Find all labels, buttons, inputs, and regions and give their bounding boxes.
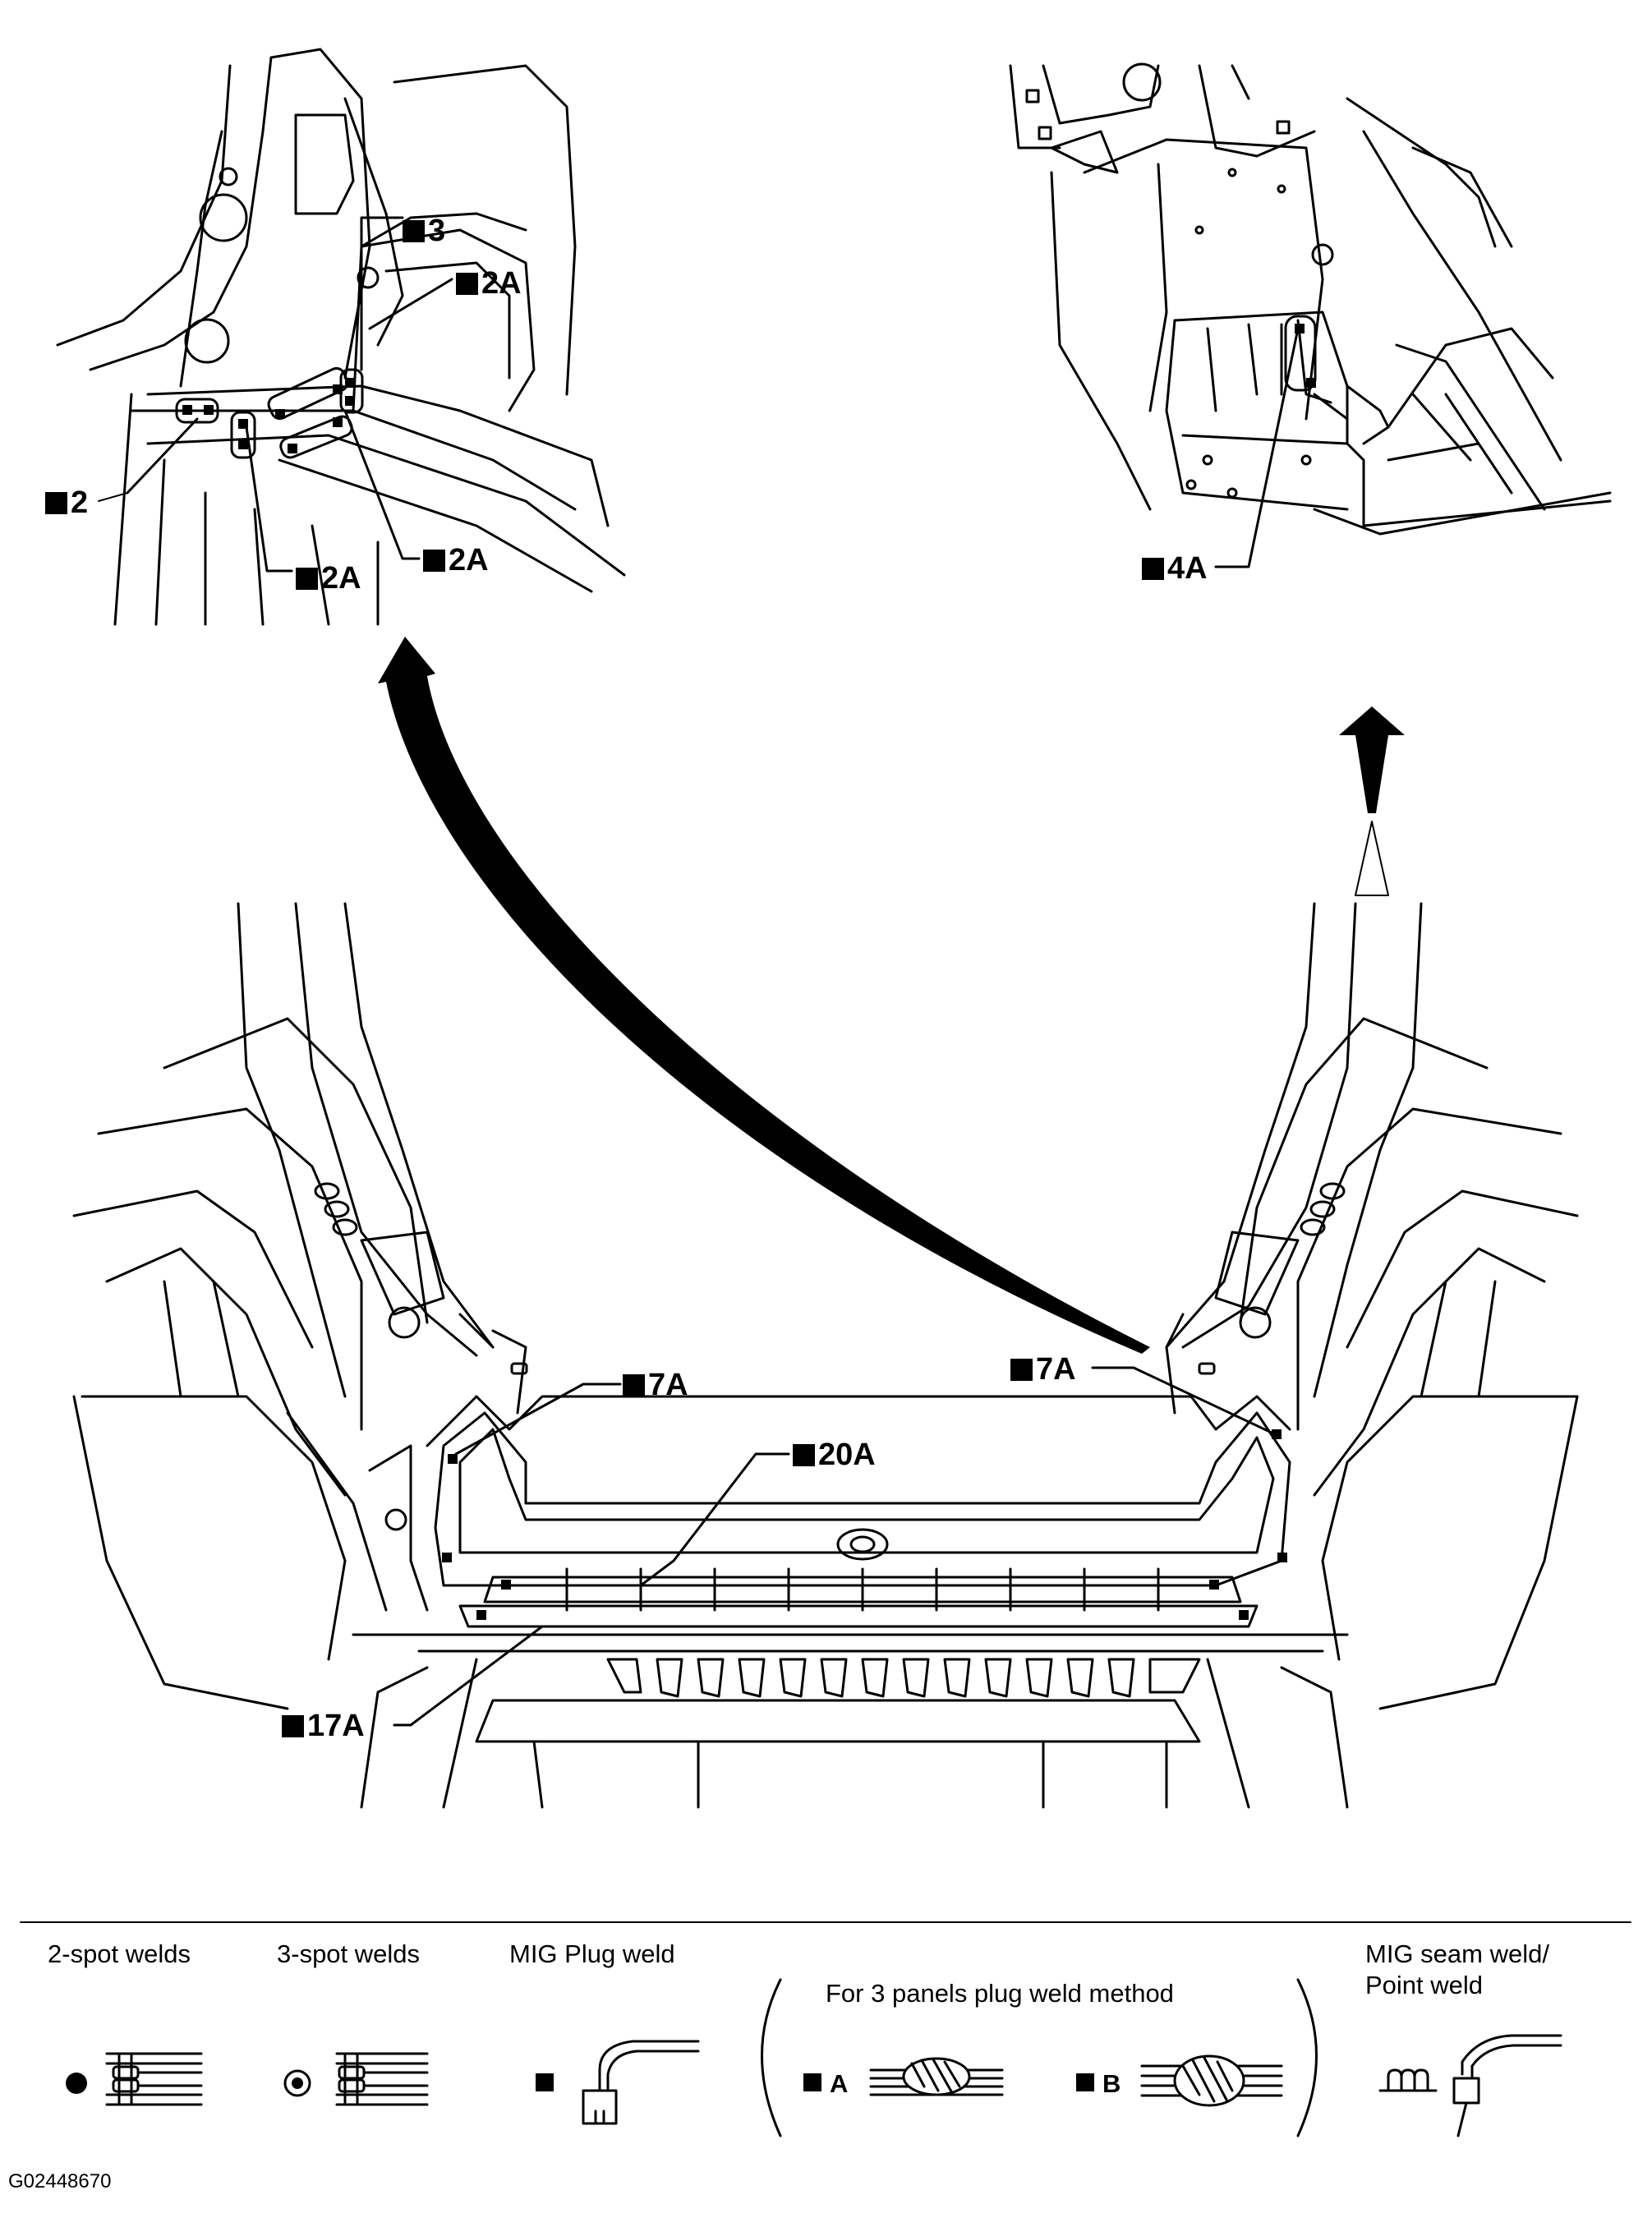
legend-point-weld: Point weld: [1365, 1971, 1484, 1999]
callout-label: 2A: [481, 266, 522, 301]
mig-plug-weld-icon: [623, 1373, 645, 1396]
straight-pointer-arrow: [1339, 706, 1405, 813]
callout-label: 2A: [449, 543, 489, 577]
mig-plug-weld-icon: [45, 491, 67, 514]
callout-label: 7A: [1036, 1352, 1076, 1387]
legend-3-spot-welds: 3-spot welds: [277, 1939, 421, 1968]
callout-label: 3: [428, 214, 446, 248]
mig-plug-weld-icon: [403, 219, 425, 242]
callout-2: 2: [45, 487, 88, 518]
callout-label: 4A: [1167, 551, 1208, 586]
detail-view-right: [1009, 62, 1612, 536]
callout-label: 17A: [307, 1709, 365, 1743]
callout-label: 7A: [648, 1368, 688, 1402]
mig-plug-weld-icon: [1010, 1358, 1033, 1381]
callout-2a-bottom: 2A: [423, 545, 489, 576]
callout-7a-right: 7A: [1010, 1354, 1076, 1385]
legend-method-b: B: [1102, 2069, 1121, 2098]
callout-2a-middle: 2A: [296, 563, 361, 594]
callout-3: 3: [403, 215, 445, 246]
figure-code: G02448670: [8, 2170, 112, 2192]
legend-mig-plug-weld: MIG Plug weld: [509, 1939, 675, 1968]
curved-pointer-arrow: [378, 637, 1150, 1354]
callout-4a: 4A: [1142, 553, 1208, 584]
mig-plug-weld-icon: [456, 272, 478, 295]
callout-7a-left: 7A: [623, 1369, 688, 1401]
mig-plug-weld-icon: [793, 1443, 815, 1466]
legend-2-spot-welds: 2-spot welds: [48, 1939, 191, 1968]
main-body-view: [72, 902, 1579, 1809]
callout-label: 20A: [818, 1438, 876, 1472]
legend-method-a: A: [830, 2069, 849, 2098]
mig-plug-weld-icon: [282, 1714, 304, 1737]
mig-plug-weld-icon: [423, 549, 445, 572]
callout-20a: 20A: [793, 1439, 876, 1470]
mig-plug-weld-icon: [1142, 557, 1164, 580]
callout-17a: 17A: [282, 1710, 365, 1741]
detail-view-left: [56, 48, 626, 626]
legend-3-panels-method: For 3 panels plug weld method: [826, 1979, 1174, 2008]
callout-2a-top: 2A: [456, 268, 522, 299]
mig-plug-weld-icon: [296, 567, 318, 590]
callout-label: 2: [71, 485, 89, 520]
legend-mig-seam-weld: MIG seam weld/: [1365, 1939, 1549, 1968]
callout-label: 2A: [321, 561, 361, 596]
